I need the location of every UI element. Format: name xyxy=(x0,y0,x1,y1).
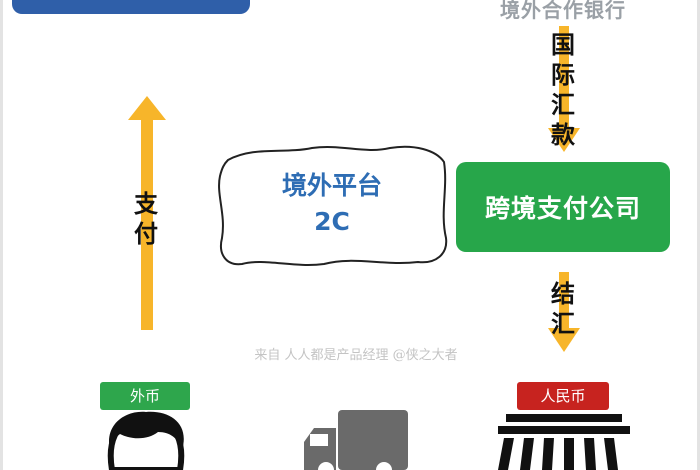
truck-cargo xyxy=(338,410,408,470)
truck-wheel-rear xyxy=(376,462,392,470)
overseas-partner-bank-label: 境外合作银行 xyxy=(500,0,626,22)
overseas-platform-subtitle: 2C xyxy=(314,207,350,236)
remit-arrow-head xyxy=(548,128,580,152)
cloud-outline xyxy=(218,145,448,266)
frame-edge-left xyxy=(0,0,3,470)
settle-arrow-shaft xyxy=(559,272,569,330)
gate-roof xyxy=(506,414,622,422)
settle-arrow xyxy=(548,272,580,352)
truck-icon xyxy=(304,410,408,470)
pay-arrow-shaft xyxy=(141,118,153,330)
truck-wheel-front xyxy=(318,462,334,470)
pay-arrow-head xyxy=(128,96,166,120)
settle-label: 结汇 xyxy=(551,280,575,338)
gate-post-4 xyxy=(564,438,574,470)
gate-post-1 xyxy=(498,438,514,470)
cross-border-payment-company-box: 跨境支付公司 xyxy=(456,162,670,252)
gate-post-2 xyxy=(520,438,534,470)
overseas-platform-label: 境外平台 2C xyxy=(222,168,442,240)
gate-post-6 xyxy=(604,438,618,470)
source-watermark: 来自 人人都是产品经理 @侠之大者 xyxy=(254,348,458,363)
foreign-currency-tag: 外币 xyxy=(100,382,190,410)
rmb-tag: 人民币 xyxy=(517,382,609,410)
overseas-platform-title: 境外平台 xyxy=(281,171,382,200)
remit-arrow-shaft xyxy=(559,26,569,130)
domestic-bank-box xyxy=(12,0,250,14)
remit-label: 国际汇款 xyxy=(551,31,575,149)
remit-arrow xyxy=(548,26,580,152)
cross-border-payment-company-label: 跨境支付公司 xyxy=(484,194,641,223)
gate-post-5 xyxy=(584,438,596,470)
overseas-platform-cloud xyxy=(218,145,448,266)
gate-post-3 xyxy=(542,438,554,470)
truck-window xyxy=(310,434,328,446)
pay-arrow xyxy=(128,96,166,330)
frame-edge-right xyxy=(697,0,700,470)
customs-gate-icon xyxy=(498,414,630,470)
settle-arrow-head xyxy=(548,328,580,352)
person-icon xyxy=(107,411,185,470)
pay-label: 支付 xyxy=(134,190,158,248)
person-hair xyxy=(108,411,184,450)
gate-beam xyxy=(498,426,630,434)
